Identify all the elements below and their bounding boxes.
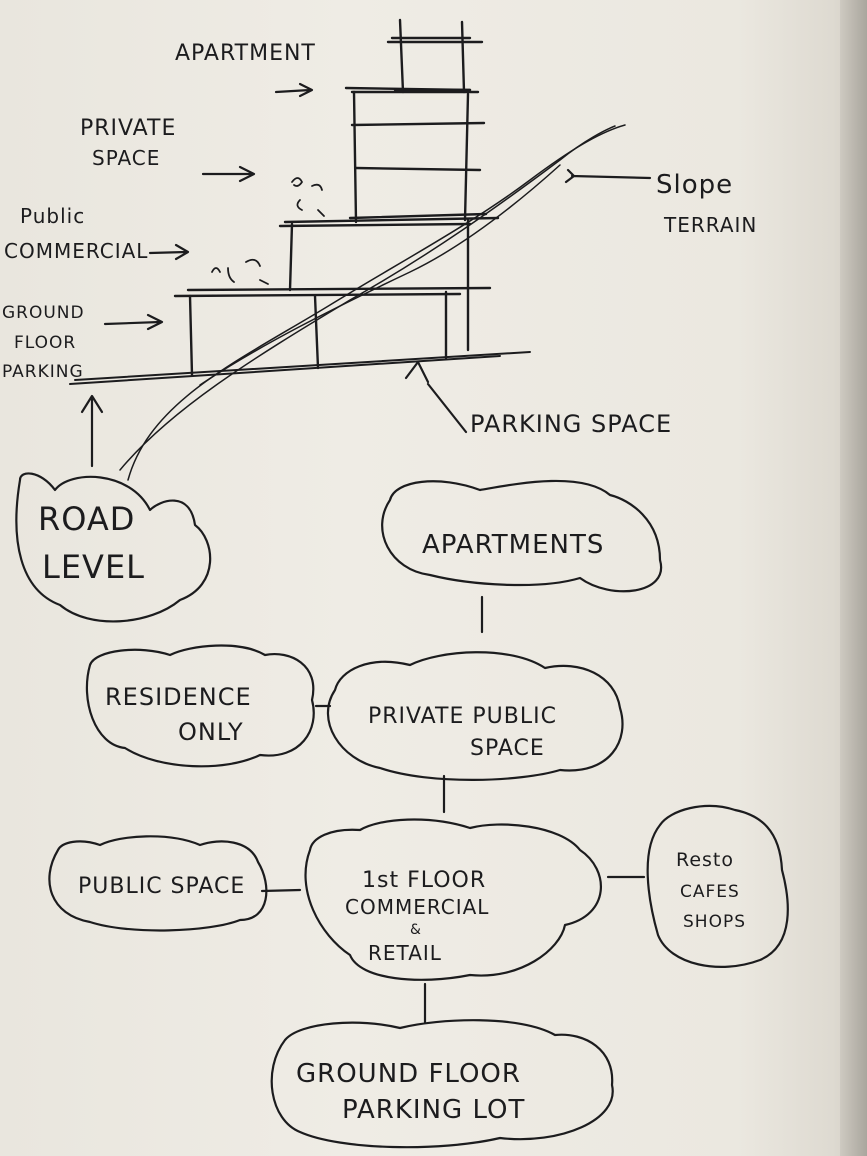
- first-floor-line2: COMMERCIAL: [345, 895, 489, 919]
- label-private-2: SPACE: [92, 146, 160, 170]
- label-public-2: COMMERCIAL: [4, 239, 148, 263]
- bubble-residence-only: RESIDENCE ONLY: [85, 644, 315, 768]
- label-parking-space: PARKING SPACE: [470, 410, 672, 438]
- section-labels: APARTMENT PRIVATE SPACE Public COMMERCIA…: [2, 41, 757, 438]
- ground-parking-line1: GROUND FLOOR: [296, 1059, 521, 1089]
- label-slope-2: TERRAIN: [663, 213, 757, 237]
- bubble-public-space: PUBLIC SPACE: [48, 835, 268, 932]
- resto-line3: SHOPS: [683, 912, 746, 932]
- label-ground-2: FLOOR: [14, 333, 76, 353]
- first-floor-line1: 1st FLOOR: [362, 868, 486, 893]
- bubble-ground-floor-parking: GROUND FLOOR PARKING LOT: [270, 1019, 614, 1149]
- private-public-line2: SPACE: [470, 736, 545, 761]
- bubble-connectors: [260, 595, 646, 1024]
- resto-line1: Resto: [676, 849, 734, 871]
- label-slope-1: Slope: [656, 170, 733, 200]
- road-level-bubble: ROAD LEVEL: [15, 472, 212, 623]
- bubble-first-floor-commercial: 1st FLOOR COMMERCIAL & RETAIL: [304, 818, 602, 981]
- bubble-apartments: APARTMENTS: [381, 479, 663, 593]
- arrows: [80, 82, 652, 468]
- bubble-resto-cafes-shops: Resto CAFES SHOPS: [646, 804, 789, 968]
- first-floor-line4: RETAIL: [368, 941, 442, 965]
- private-public-line1: PRIVATE PUBLIC: [368, 704, 557, 729]
- ground-parking-line2: PARKING LOT: [342, 1095, 525, 1125]
- public-space-text: PUBLIC SPACE: [78, 874, 245, 899]
- residence-line2: ONLY: [178, 718, 244, 746]
- label-ground-1: GROUND: [2, 303, 85, 323]
- bubble-private-public-space: PRIVATE PUBLIC SPACE: [326, 651, 624, 781]
- label-private-1: PRIVATE: [80, 116, 176, 141]
- resto-line2: CAFES: [680, 882, 740, 902]
- road-level-line1: ROAD: [38, 500, 135, 538]
- road-level-line2: LEVEL: [42, 548, 145, 586]
- slope-terrain-lines: [119, 124, 626, 481]
- building-section: [69, 18, 531, 385]
- label-public-1: Public: [20, 204, 85, 228]
- residence-line1: RESIDENCE: [105, 683, 252, 711]
- label-apartment: APARTMENT: [175, 41, 316, 66]
- label-ground-3: PARKING: [2, 362, 84, 382]
- first-floor-line3: &: [410, 922, 422, 938]
- apartments-text: APARTMENTS: [422, 530, 604, 560]
